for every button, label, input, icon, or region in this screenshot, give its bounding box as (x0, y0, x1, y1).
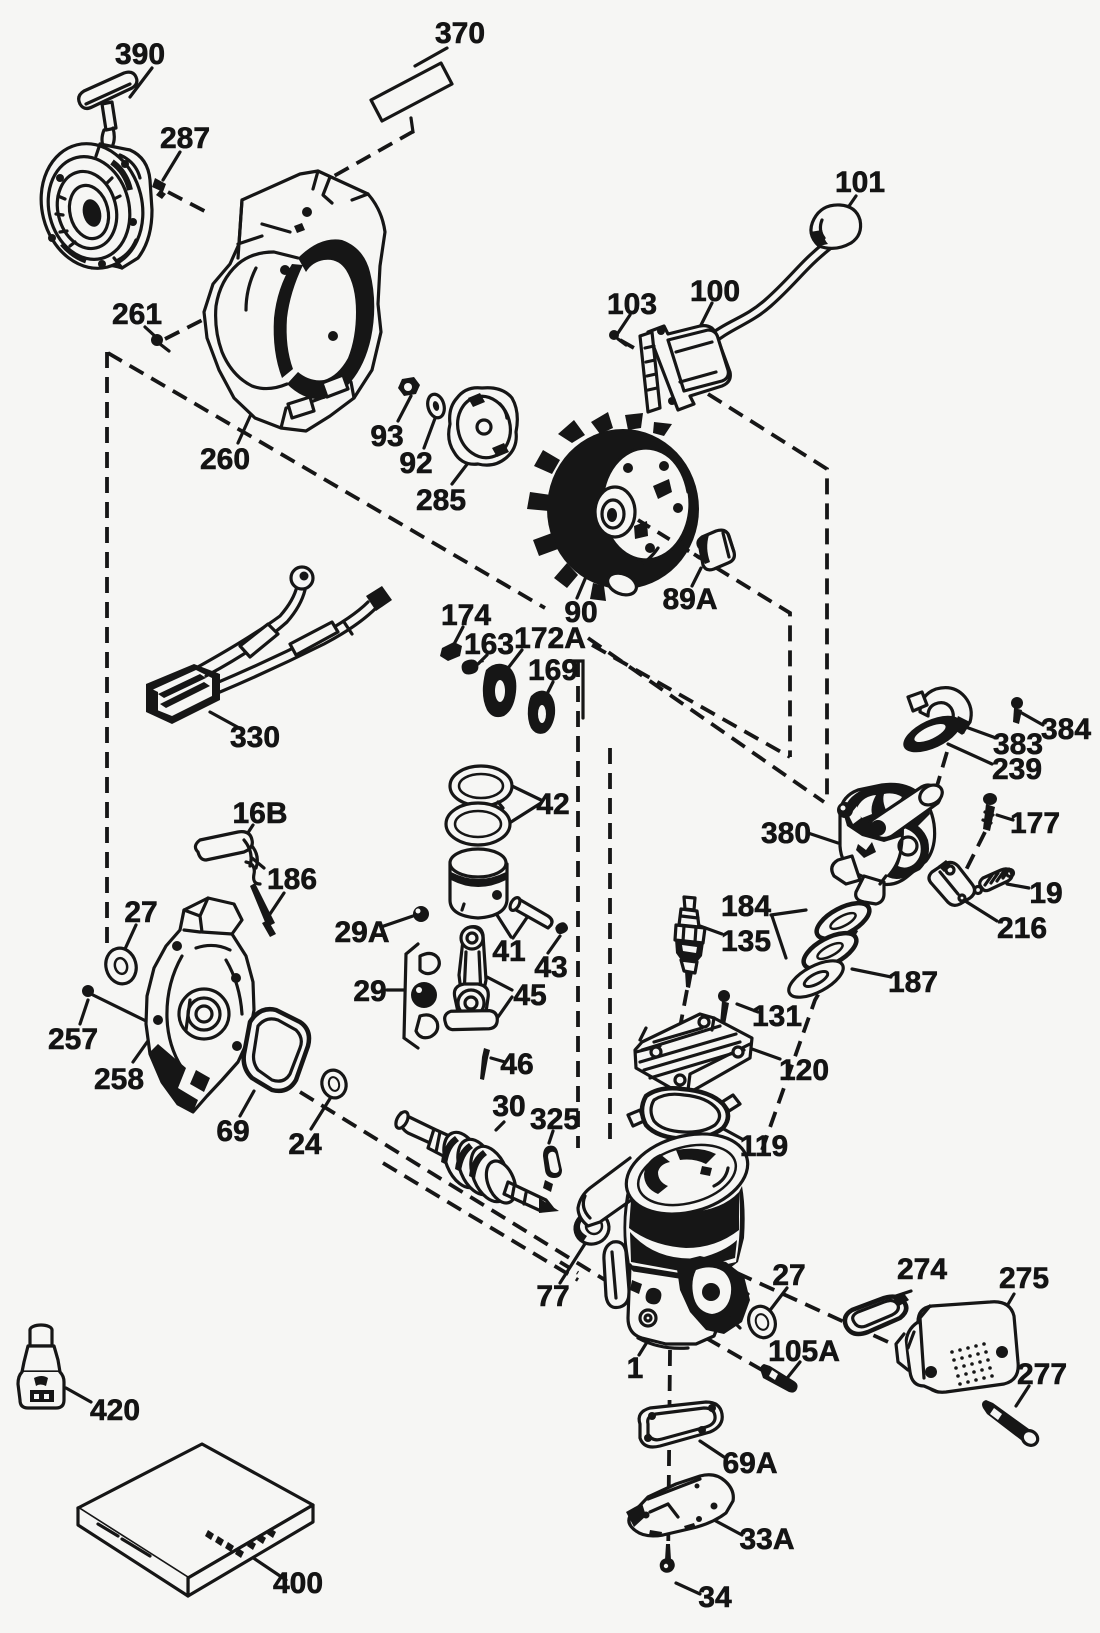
svg-text:325: 325 (530, 1103, 580, 1136)
svg-text:119: 119 (740, 1130, 788, 1163)
svg-text:43: 43 (534, 951, 567, 984)
svg-text:275: 275 (999, 1262, 1049, 1295)
svg-text:89A: 89A (662, 583, 717, 616)
svg-text:384: 384 (1041, 713, 1091, 746)
svg-text:42: 42 (536, 788, 569, 821)
svg-text:216: 216 (997, 912, 1047, 945)
svg-text:27: 27 (124, 896, 157, 929)
svg-text:274: 274 (897, 1253, 947, 1286)
svg-text:177: 177 (1010, 807, 1060, 840)
svg-text:187: 187 (888, 966, 938, 999)
svg-text:370: 370 (435, 17, 485, 50)
svg-text:330: 330 (230, 721, 280, 754)
svg-text:380: 380 (761, 817, 811, 850)
svg-text:69: 69 (216, 1115, 249, 1148)
svg-text:131: 131 (752, 1000, 802, 1033)
svg-text:30: 30 (492, 1090, 525, 1123)
svg-text:186: 186 (267, 863, 317, 896)
svg-text:1: 1 (627, 1352, 644, 1385)
svg-text:420: 420 (90, 1394, 140, 1427)
svg-text:163: 163 (464, 628, 514, 661)
svg-text:287: 287 (160, 122, 210, 155)
svg-text:29: 29 (353, 975, 386, 1008)
svg-text:285: 285 (416, 484, 466, 517)
svg-text:172A: 172A (514, 622, 586, 655)
svg-text:69A: 69A (722, 1447, 777, 1480)
svg-text:135: 135 (721, 925, 771, 958)
svg-text:45: 45 (513, 979, 546, 1012)
svg-text:260: 260 (200, 443, 250, 476)
svg-text:184: 184 (721, 890, 771, 923)
svg-text:19: 19 (1029, 877, 1062, 910)
svg-text:24: 24 (288, 1128, 322, 1161)
svg-text:27: 27 (772, 1259, 805, 1292)
svg-text:103: 103 (607, 288, 657, 321)
svg-text:29A: 29A (334, 916, 389, 949)
svg-text:261: 261 (112, 298, 162, 331)
svg-text:258: 258 (94, 1063, 144, 1096)
svg-text:277: 277 (1017, 1358, 1067, 1391)
svg-text:239: 239 (992, 753, 1042, 786)
svg-text:101: 101 (835, 166, 885, 199)
svg-text:383: 383 (993, 728, 1043, 761)
svg-text:105A: 105A (768, 1335, 840, 1368)
svg-text:33A: 33A (739, 1523, 794, 1556)
svg-text:120: 120 (779, 1054, 829, 1087)
svg-text:257: 257 (48, 1023, 98, 1056)
svg-text:390: 390 (115, 38, 165, 71)
svg-text:77: 77 (536, 1280, 569, 1313)
svg-text:16B: 16B (232, 797, 287, 830)
svg-text:93: 93 (370, 420, 403, 453)
svg-text:92: 92 (399, 447, 432, 480)
svg-text:34: 34 (698, 1581, 732, 1614)
svg-text:41: 41 (492, 935, 525, 968)
svg-text:90: 90 (564, 596, 597, 629)
svg-text:46: 46 (500, 1048, 533, 1081)
svg-text:100: 100 (690, 275, 740, 308)
svg-text:174: 174 (441, 599, 491, 632)
svg-text:169: 169 (528, 654, 578, 687)
svg-text:400: 400 (273, 1567, 323, 1600)
